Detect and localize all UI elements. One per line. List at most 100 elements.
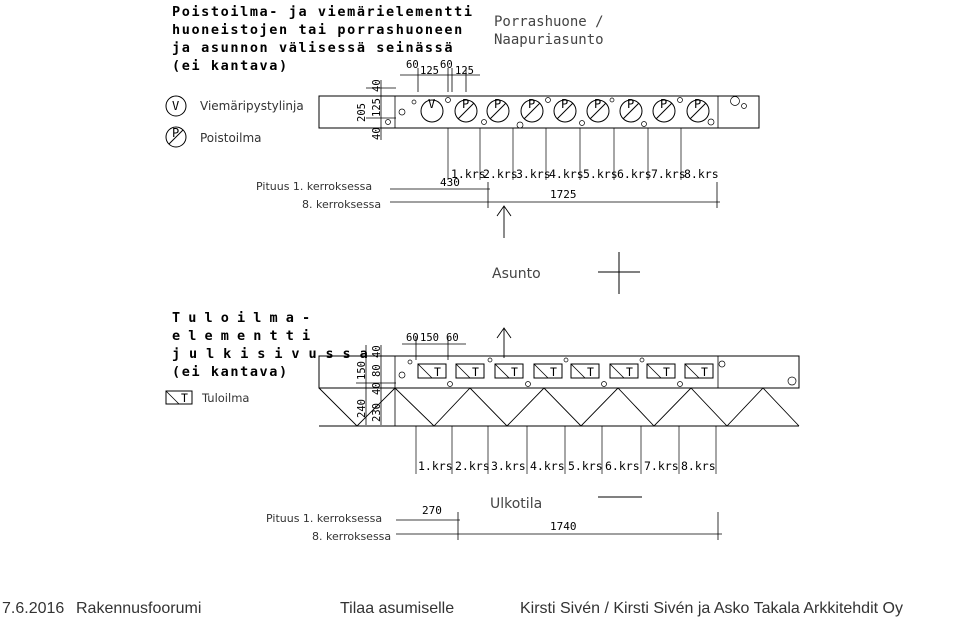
supply-element-wall [318,355,800,389]
supply-length-dims: Pituus 1. kerroksessa 8. kerroksessa 270… [266,504,722,543]
svg-text:3.krs: 3.krs [491,459,526,473]
supply-floor-markers [415,426,717,474]
legend-exhaust-icon: P [165,126,187,148]
svg-text:1.krs: 1.krs [451,167,486,181]
supply-dim-40b: 40 [371,345,383,358]
svg-text:P: P [594,97,601,111]
exhaust-legend: V Viemäripystylinja P Poistoilma [165,95,304,148]
shaft-exhaust-2: P [486,97,510,123]
supply-dim-40a: 40 [371,382,383,395]
exhaust-dim-60b: 60 [440,59,453,71]
svg-text:P: P [462,97,469,111]
supply-length-label-8: 8. kerroksessa [312,530,391,543]
footer-event: Rakennusfoorumi [76,600,202,617]
exhaust-dim-125b: 125 [455,65,474,77]
svg-text:T: T [587,365,594,379]
exhaust-hatch-circles [385,96,747,129]
svg-text:P: P [528,97,535,111]
svg-text:5.krs: 5.krs [568,459,603,473]
exhaust-length-label-1: Pituus 1. kerroksessa [256,180,372,193]
shaft-sewer: V [420,97,444,123]
legend-exhaust-label: Poistoilma [200,131,262,145]
svg-text:P: P [660,97,667,111]
exhaust-dim-125: 125 [371,98,383,117]
supply-dim-60b: 60 [446,332,459,344]
svg-text:P: P [627,97,634,111]
svg-text:T: T [511,365,518,379]
svg-text:6.krs: 6.krs [605,459,640,473]
exhaust-dim-40a: 40 [371,127,383,140]
apartment-label: Asunto [492,266,541,282]
exhaust-side-dimensions: 205 40 125 40 [356,79,396,140]
duct-supply-5: T [570,363,600,379]
shaft-exhaust-5: P [586,97,610,123]
svg-text:P: P [494,97,501,111]
supply-dim-240: 240 [356,399,368,418]
supply-top-dimensions: 60 150 60 [402,332,466,360]
svg-text:4.krs: 4.krs [549,167,584,181]
exhaust-dim-205: 205 [356,103,368,122]
exhaust-dim-125a: 125 [420,65,439,77]
supply-legend: T Tuloilma [165,390,249,405]
exhaust-length-430: 430 [440,176,460,189]
svg-text:T: T [626,365,633,379]
supply-dim-80: 80 [371,364,383,377]
svg-text:8.krs: 8.krs [681,459,716,473]
supply-dim-150v: 150 [356,361,368,380]
legend-sewer-icon: V [165,95,187,117]
supply-title-line-4: (ei kantava) [172,364,289,380]
supply-title-line-2: e l e m e n t t i [172,328,310,344]
exhaust-dim-60a: 60 [406,59,419,71]
shaft-exhaust-4: P [553,97,577,123]
footer-date: 7.6.2016 [2,600,65,617]
exhaust-floor-labels: 1.krs 2.krs 3.krs 4.krs 5.krs 6.krs 7.kr… [451,167,719,181]
supply-ducts: T T T T T T T [417,363,714,379]
svg-text:7.krs: 7.krs [651,167,686,181]
outside-label: Ulkotila [490,496,542,512]
svg-text:2.krs: 2.krs [455,459,490,473]
svg-text:3.krs: 3.krs [516,167,551,181]
exhaust-length-label-8: 8. kerroksessa [302,198,381,211]
legend-sewer-label: Viemäripystylinja [200,99,304,113]
legend-supply-label: Tuloilma [201,391,249,405]
shaft-exhaust-7: P [652,97,676,123]
supply-length-label-1: Pituus 1. kerroksessa [266,512,382,525]
duct-supply-2: T [455,363,485,379]
stair-label-line-1: Porrashuone / [494,14,604,30]
svg-text:T: T [434,365,441,379]
supply-hatch-circles [398,357,797,387]
shaft-exhaust-8: P [686,97,710,123]
exhaust-title: Poistoilma- ja viemärielementti huoneist… [172,4,472,74]
footer-authors: Kirsti Sivén / Kirsti Sivén ja Asko Taka… [520,600,903,617]
supply-floor-labels: 1.krs 2.krs 3.krs 4.krs 5.krs 6.krs 7.kr… [418,459,716,473]
supply-length-1740: 1740 [550,520,577,533]
svg-text:V: V [172,99,179,113]
svg-text:V: V [428,97,435,111]
supply-title-line-3: j u l k i s i v u s s a [172,346,368,362]
shaft-exhaust-6: P [619,97,643,123]
truss-diagonals [318,387,800,427]
supply-dim-60a: 60 [406,332,419,344]
svg-text:P: P [172,126,179,140]
exhaust-title-line-4: (ei kantava) [172,58,289,74]
svg-text:T: T [472,365,479,379]
shaft-exhaust-3: P [520,97,544,123]
exhaust-length-1725: 1725 [550,188,577,201]
exhaust-title-line-3: ja asunnon välisessä seinässä [172,40,454,56]
supply-title: T u l o i l m a - e l e m e n t t i j u … [172,310,368,380]
exhaust-title-line-2: huoneistojen tai porrashuoneen [172,22,464,38]
duct-supply-8: T [684,363,714,379]
stair-label-line-2: Naapuriasunto [494,32,604,48]
footer-title: Tilaa asumiselle [340,600,455,617]
arrow-up-icon-2 [496,327,512,358]
exhaust-dim-40b: 40 [371,79,383,92]
duct-supply-4: T [533,363,563,379]
svg-text:T: T [663,365,670,379]
svg-text:2.krs: 2.krs [483,167,518,181]
exhaust-floor-markers [447,128,682,180]
exhaust-shafts: V P P P P P P [420,97,710,123]
svg-text:8.krs: 8.krs [684,167,719,181]
supply-dim-150: 150 [420,332,439,344]
svg-text:P: P [694,97,701,111]
